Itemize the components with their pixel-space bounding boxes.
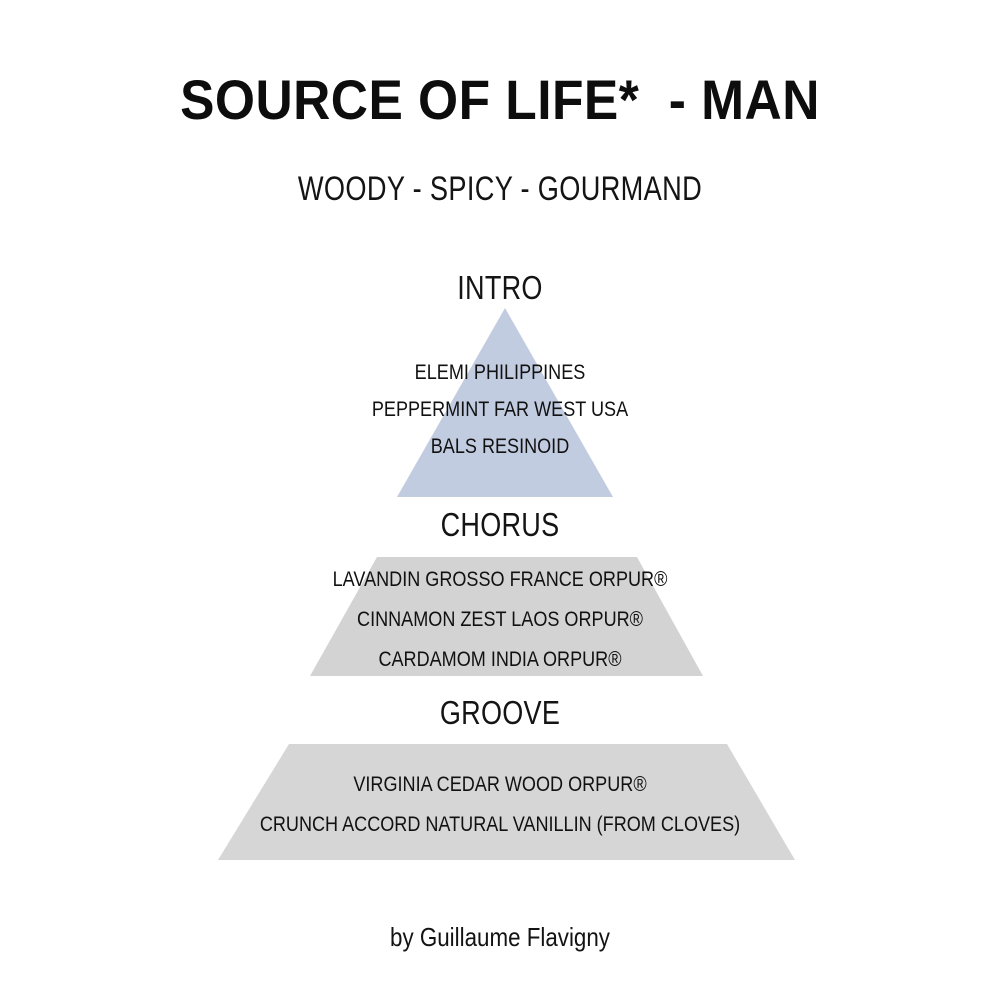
author-credit: by Guillaume Flavigny [390, 922, 610, 952]
chorus-trapezoid-shape [310, 557, 703, 676]
intro-triangle-shape [397, 308, 613, 497]
level-heading-chorus: CHORUS [440, 506, 560, 543]
level-heading-groove: GROOVE [439, 694, 561, 731]
page-title: SOURCE OF LIFE* - MAN [180, 68, 820, 131]
groove-trapezoid-shape [218, 744, 795, 860]
level-heading-intro: INTRO [457, 269, 543, 306]
page-subtitle: WOODY - SPICY - GOURMAND [297, 170, 703, 208]
